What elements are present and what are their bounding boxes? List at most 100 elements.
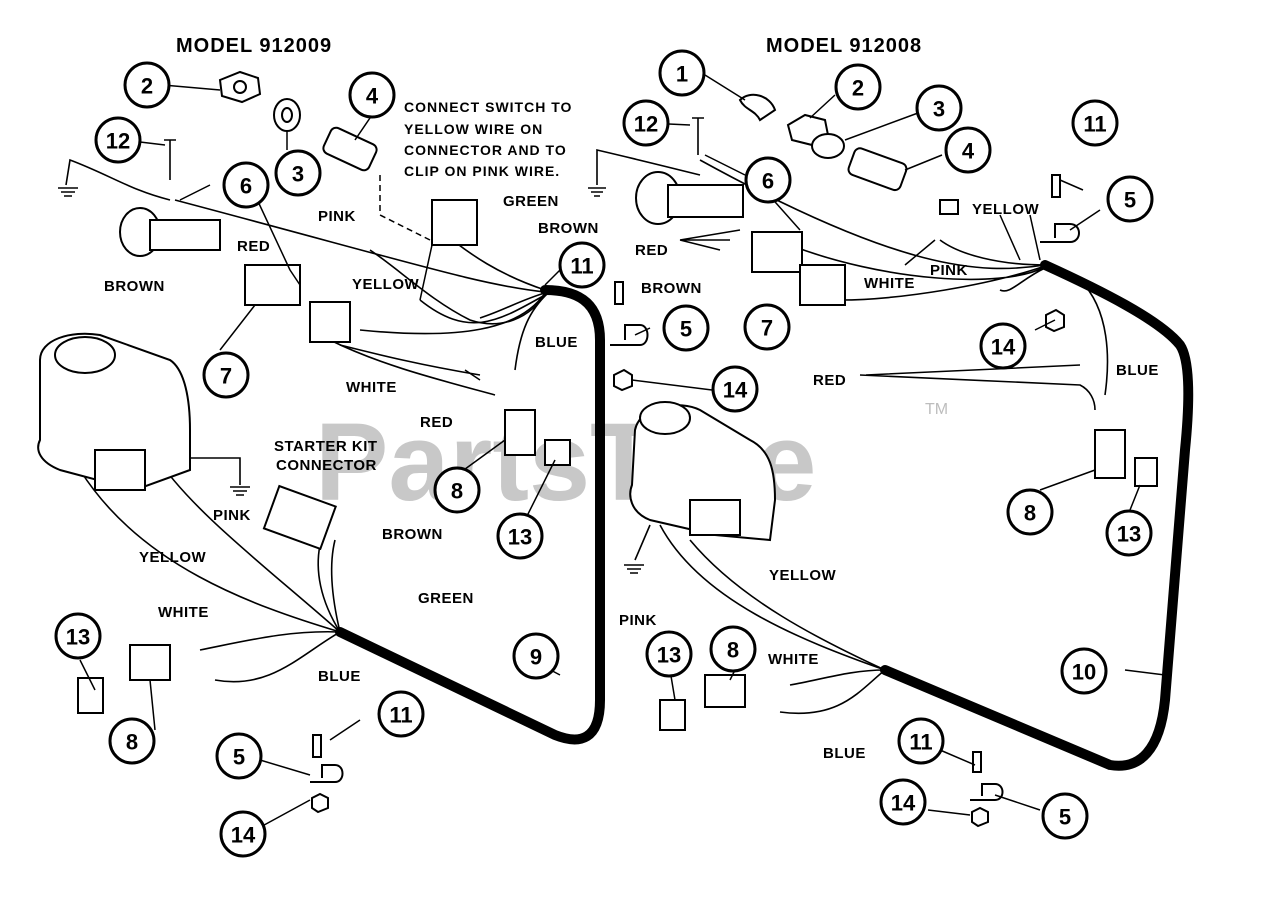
connector-tip-right (939, 199, 959, 215)
callout-7-left: 7 (202, 351, 250, 399)
switch-part-4-left (322, 126, 378, 172)
nut-part-14-lower-right (971, 806, 989, 828)
label-white-r2: WHITE (768, 651, 819, 668)
callout-8-left-upper: 8 (433, 466, 481, 514)
svg-text:5: 5 (1059, 805, 1071, 830)
wire-white-left (339, 344, 481, 376)
svg-text:14: 14 (991, 335, 1016, 360)
plunger-part-13-upper-left (544, 439, 571, 466)
connector-top-left (431, 199, 478, 246)
nut-part-14-lower-left (311, 792, 329, 814)
label-blue-r1: BLUE (1116, 362, 1159, 379)
connector-mid-left (309, 301, 351, 343)
watermark-tm: TM (925, 401, 948, 418)
svg-text:10: 10 (1072, 660, 1096, 685)
callout-13-left-lower: 13 (54, 612, 102, 660)
callout-5-right-lower: 5 (1041, 792, 1089, 840)
label-blue-1: BLUE (535, 334, 578, 351)
callout-2-left: 2 (123, 61, 171, 109)
callout-5-left-upper: 5 (662, 304, 710, 352)
label-pink-r2: PINK (619, 612, 657, 629)
callout-8-right-lower: 8 (709, 625, 757, 673)
label-brown-1: BROWN (538, 220, 599, 237)
callout-4-left: 4 (348, 71, 396, 119)
svg-text:3: 3 (933, 97, 945, 122)
svg-text:5: 5 (233, 745, 245, 770)
label-brown-2: BROWN (104, 278, 165, 295)
svg-text:11: 11 (909, 730, 932, 755)
engine-cap-left (54, 336, 116, 374)
callout-11-left-lower: 11 (377, 690, 425, 738)
svg-text:12: 12 (634, 112, 658, 137)
key-switch-body-left (149, 219, 221, 251)
callout-2-right: 2 (834, 63, 882, 111)
callout-11-right-upper: 11 (1071, 99, 1119, 147)
label-red-r2: RED (813, 372, 846, 389)
callout-14-right-upper: 14 (979, 322, 1027, 370)
svg-text:13: 13 (508, 525, 532, 550)
callout-8-left-lower: 8 (108, 717, 156, 765)
callout-3-right: 3 (915, 84, 963, 132)
clamp-part-5-lower-left (310, 764, 344, 783)
wire-blue-left (514, 292, 549, 371)
wire-blue-right (1079, 279, 1109, 396)
key-part-1-right (738, 93, 777, 122)
screw-part-12-right (692, 117, 704, 155)
svg-text:4: 4 (366, 84, 379, 109)
connector-part-7-right (751, 231, 803, 273)
switch-part-4-right (847, 147, 908, 192)
starter-label-1: STARTER KIT (274, 438, 378, 455)
callout-3-left: 3 (274, 149, 322, 197)
connector-mid-right (799, 264, 846, 306)
callout-10: 10 (1060, 647, 1108, 695)
note-dashed-lead (379, 175, 431, 241)
switch-part-8-upper-left (504, 409, 536, 456)
label-blue-2: BLUE (318, 668, 361, 685)
svg-text:13: 13 (66, 625, 90, 650)
wire-lower-white (199, 630, 341, 651)
wire-group-right-top (699, 159, 1046, 301)
svg-text:3: 3 (292, 162, 304, 187)
ground-symbol-left (58, 187, 78, 197)
model-title-right: MODEL 912008 (766, 35, 922, 57)
callout-6-right: 6 (744, 156, 792, 204)
clamp-part-5-upper-right (1040, 223, 1080, 243)
bolt-part-11-lower-left (312, 734, 322, 758)
svg-text:13: 13 (1117, 522, 1141, 547)
callout-1-right: 1 (658, 49, 706, 97)
screw-part-12-left (164, 139, 176, 180)
ground-wire-left (65, 158, 171, 201)
wire-lower-right-white (789, 669, 886, 686)
callout-14-left-upper: 14 (711, 365, 759, 413)
svg-text:9: 9 (530, 645, 542, 670)
callout-4-right: 4 (944, 126, 992, 174)
starter-kit-connector (262, 484, 337, 551)
callout-5-right-upper: 5 (1106, 175, 1154, 223)
svg-text:7: 7 (220, 364, 232, 389)
svg-text:1: 1 (676, 62, 688, 87)
callout-5-left-lower: 5 (215, 732, 263, 780)
svg-text:12: 12 (106, 129, 130, 154)
wire-red-right (859, 374, 1096, 411)
starter-label-2: CONNECTOR (276, 457, 377, 474)
ground-wire-right (596, 148, 701, 185)
key-switch-body-right (667, 184, 744, 218)
svg-text:11: 11 (1083, 112, 1106, 137)
callout-6-left: 6 (222, 161, 270, 209)
wire-lower-brown (330, 539, 341, 633)
note-line-1: CONNECT SWITCH TO (404, 99, 572, 115)
svg-text:2: 2 (141, 74, 153, 99)
leaders-left (79, 84, 713, 831)
note-line-2: YELLOW WIRE ON (404, 121, 543, 137)
label-green-1: GREEN (503, 193, 559, 210)
label-pink-r1: PINK (930, 262, 968, 279)
svg-text:6: 6 (762, 169, 774, 194)
svg-text:4: 4 (962, 139, 975, 164)
bolt-part-11-upper-right (1051, 174, 1061, 198)
switch-part-8-upper-right (1094, 429, 1126, 479)
svg-text:14: 14 (891, 791, 916, 816)
callout-9: 9 (512, 632, 560, 680)
callout-13-right-lower: 13 (645, 630, 693, 678)
